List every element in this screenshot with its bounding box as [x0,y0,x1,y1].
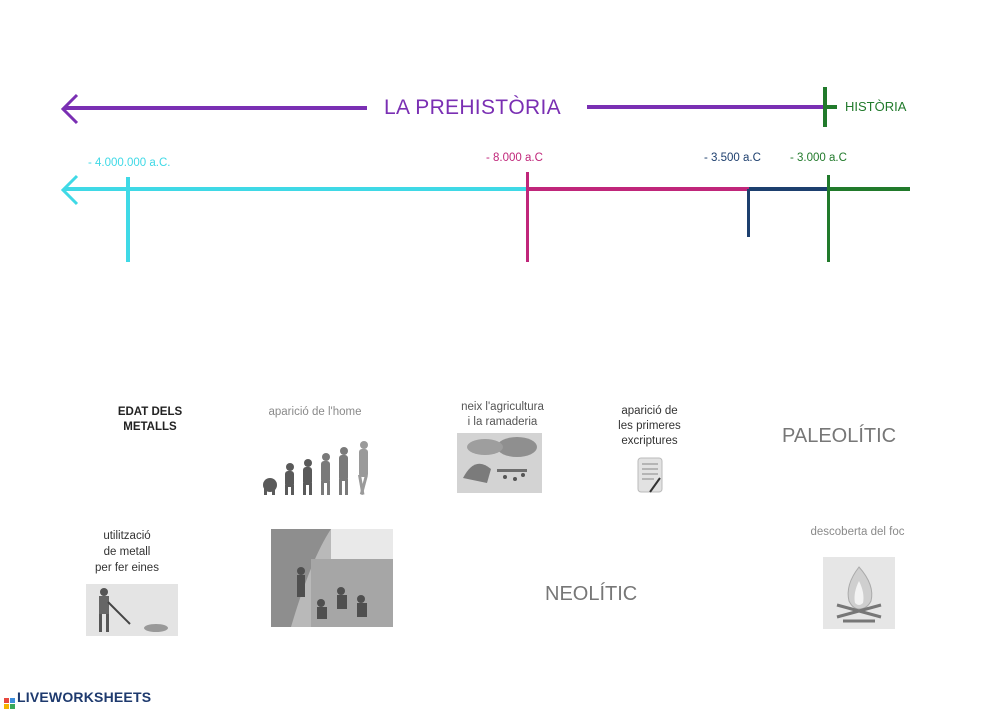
cuneiform-tablet-image [637,457,663,493]
tick-4000000 [126,177,130,262]
date-label-4000000: - 4.000.000 a.C. [88,157,171,169]
brand-text: LIVEWORKSHEETS [17,689,152,705]
card-metall[interactable]: utilització de metall per fer eines [82,528,182,640]
human-evolution-image [263,441,368,495]
arrow-left-icon [60,93,79,125]
card-aparicio-home[interactable]: aparició de l'home [250,405,380,500]
arrow-left-icon [60,174,79,206]
neolithic-segment [528,187,749,191]
history-label: HISTÒRIA [845,99,907,114]
card-foc[interactable]: descoberta del foc [795,525,920,635]
tick-8000 [526,172,529,262]
paleolithic-segment [64,187,528,191]
history-segment [829,187,910,191]
date-label-3000: - 3.000 a.C [790,152,847,164]
campfire-image [823,557,895,629]
metals-segment [749,187,829,191]
neolithic-village-image [457,433,542,493]
liveworksheets-mark-icon [4,698,15,709]
tick-3500 [747,189,750,237]
date-label-3500: - 3.500 a.C [704,152,761,164]
card-label: utilització de metall per fer eines [95,530,159,574]
card-paleolitic[interactable]: PALEOLÍTIC [782,425,897,447]
card-edat-metalls[interactable]: EDAT DELS METALLS [117,406,183,433]
prehistory-line-left [64,106,367,110]
prehistory-title: LA PREHISTÒRIA [384,96,561,119]
card-label: neix l'agricultura i la ramaderia [461,401,544,428]
liveworksheets-logo: LIVEWORKSHEETS [4,689,151,709]
card-label: descoberta del foc [810,526,905,538]
paleolithic-cave-scene-image[interactable] [271,529,393,627]
history-tick-stub [823,105,837,109]
card-neolitic[interactable]: NEOLÍTIC [545,583,638,605]
card-label: aparició de l'home [268,406,362,418]
tick-3000 [827,175,830,262]
card-label: aparició de les primeres excriptures [618,405,681,447]
date-label-8000: - 8.000 a.C [486,152,543,164]
metalworker-image [86,584,178,636]
prehistory-line-right [587,105,825,109]
card-agricultura[interactable]: neix l'agricultura i la ramaderia [445,400,560,500]
card-escriptures[interactable]: aparició de les primeres excriptures [602,404,697,499]
